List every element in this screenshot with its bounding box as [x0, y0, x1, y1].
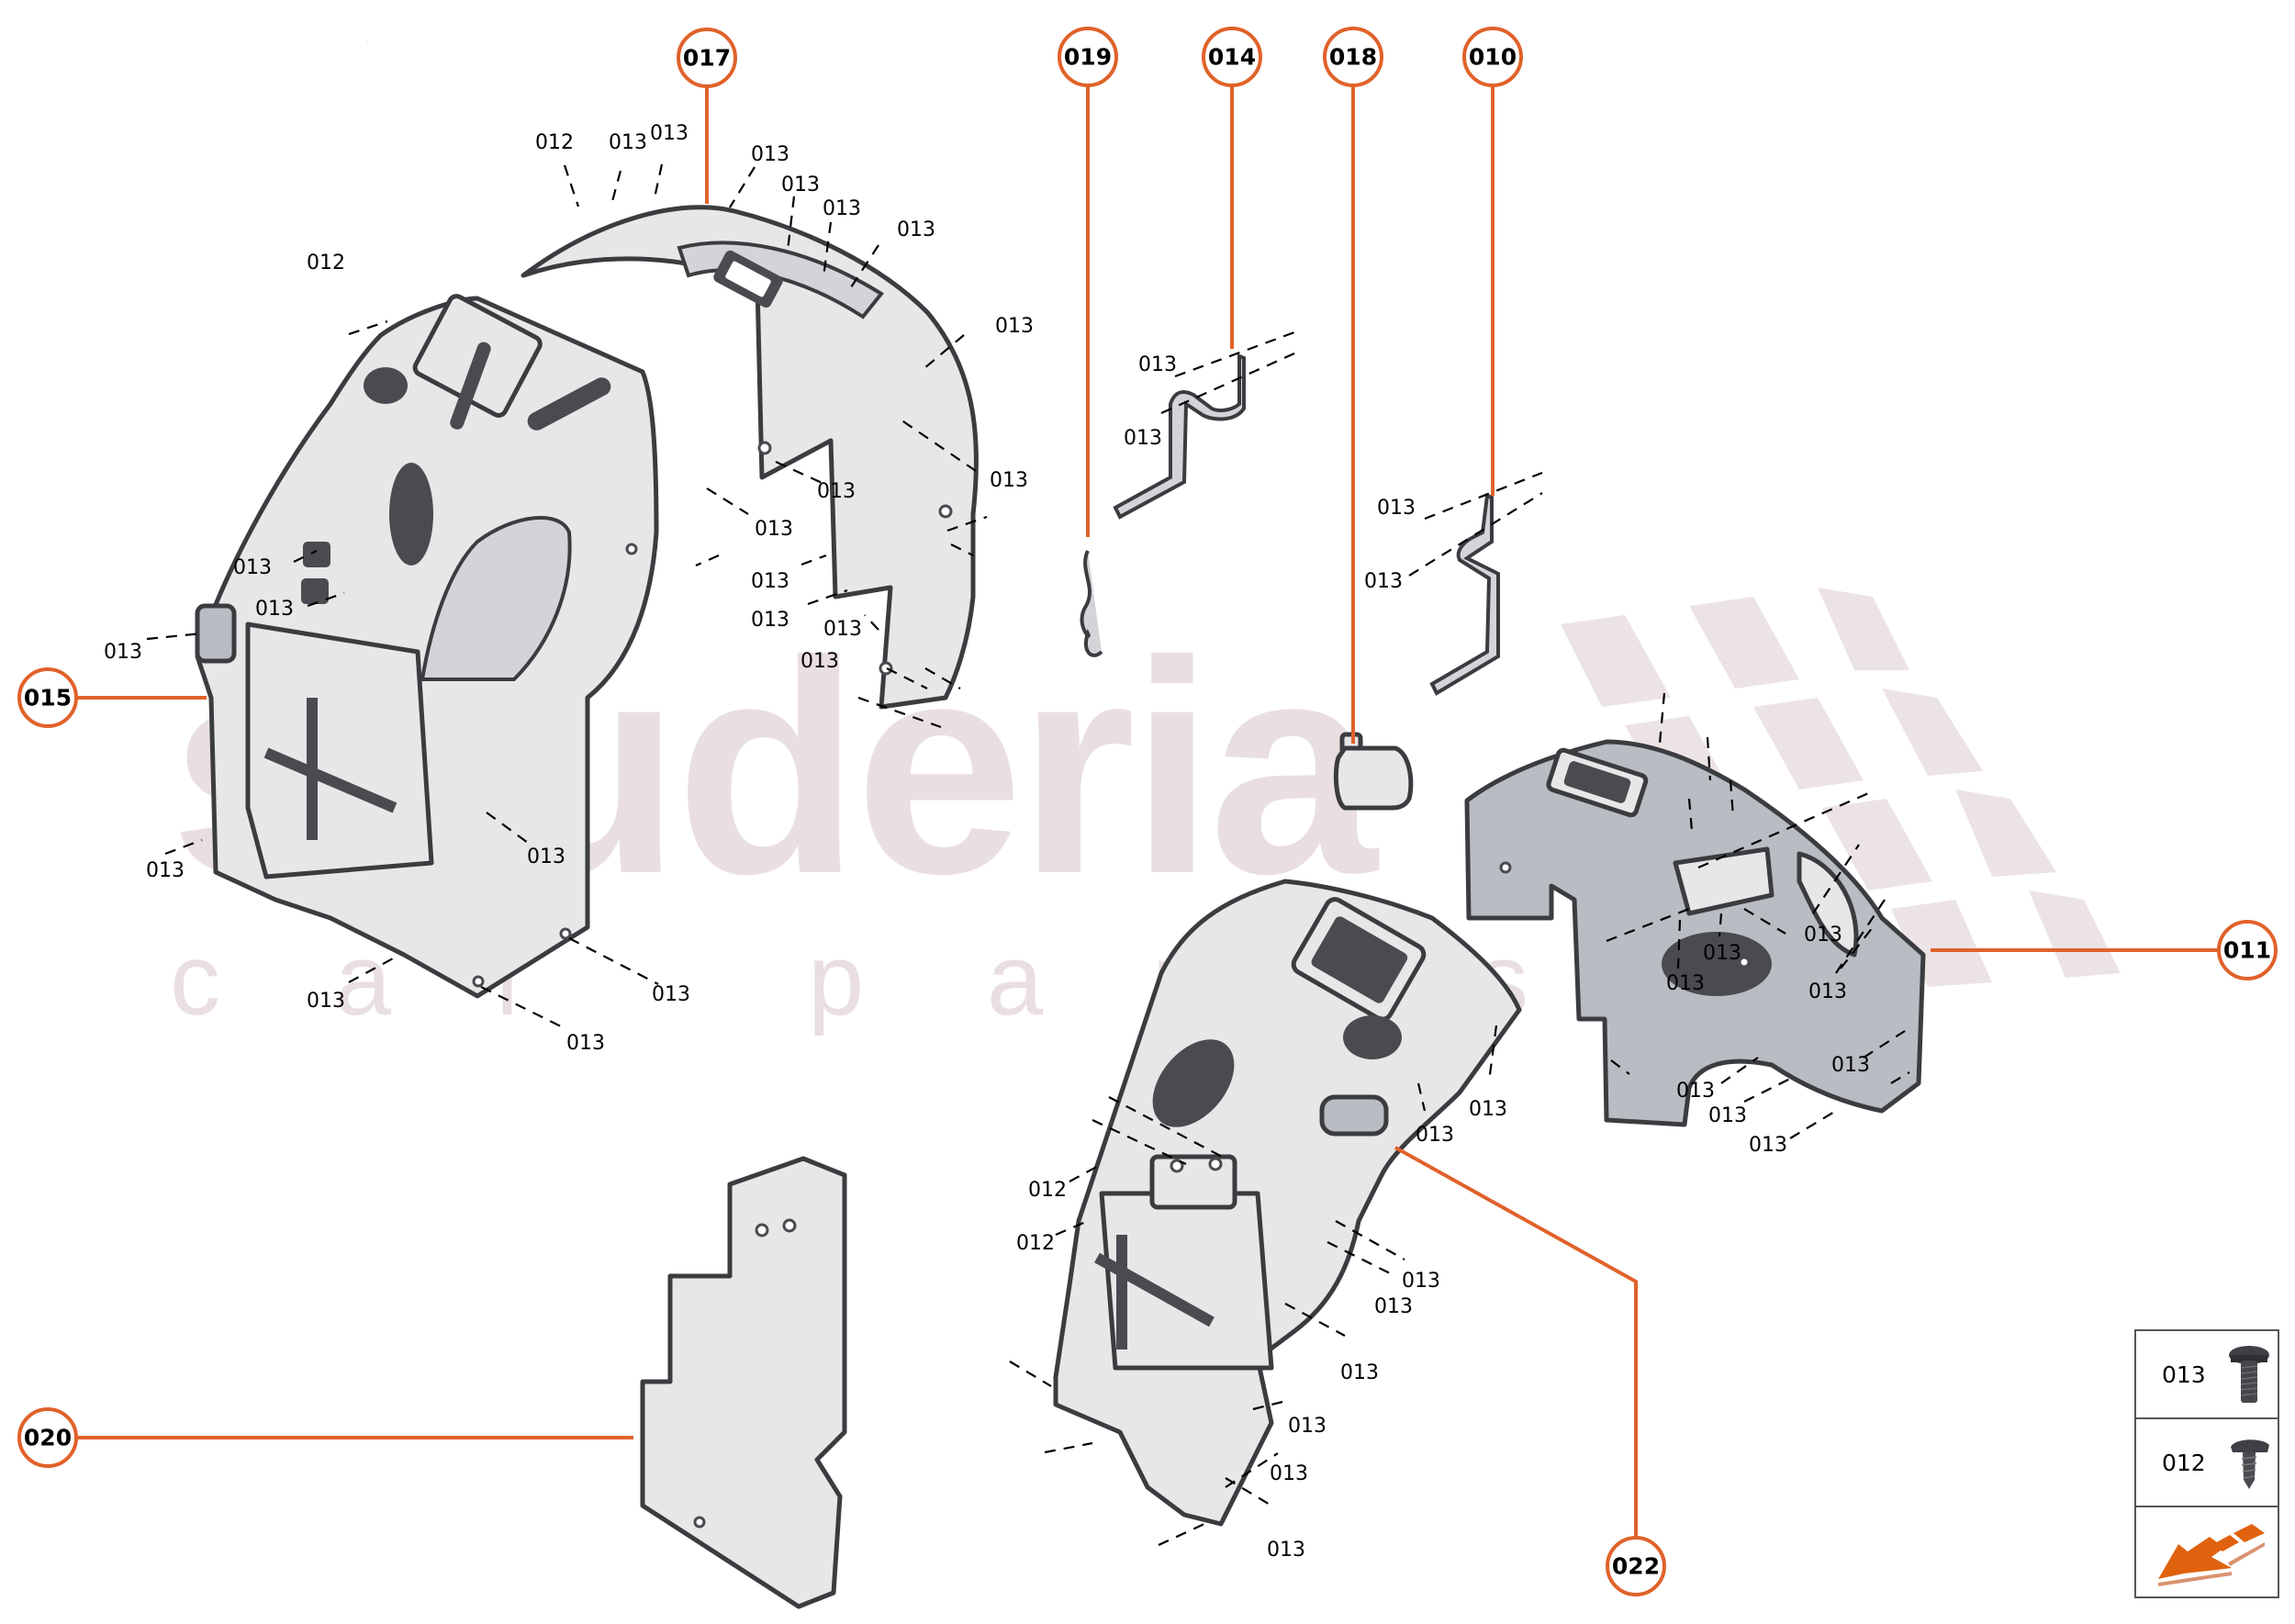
- svg-text:015: 015: [24, 685, 72, 711]
- svg-text:013: 013: [823, 197, 861, 220]
- svg-text:013: 013: [146, 859, 185, 882]
- svg-text:013: 013: [233, 556, 272, 579]
- svg-text:017: 017: [683, 45, 731, 72]
- legend-row-013: 013: [2136, 1331, 2278, 1419]
- svg-text:013: 013: [255, 598, 294, 621]
- svg-text:018: 018: [1329, 44, 1377, 71]
- part-018-cover[interactable]: [1333, 732, 1414, 811]
- svg-text:011: 011: [2223, 937, 2271, 964]
- svg-text:013: 013: [652, 983, 690, 1006]
- svg-text:013: 013: [1804, 924, 1842, 946]
- orientation-arrow-icon: [2158, 1524, 2265, 1586]
- svg-text:013: 013: [1708, 1104, 1747, 1127]
- fastener-legend: 013 012: [2134, 1329, 2279, 1598]
- svg-text:013: 013: [1808, 980, 1847, 1003]
- callout-014[interactable]: 014: [1202, 27, 1262, 349]
- svg-text:013: 013: [1270, 1462, 1308, 1485]
- svg-text:014: 014: [1208, 44, 1256, 71]
- svg-text:013: 013: [1267, 1539, 1305, 1562]
- svg-text:013: 013: [751, 143, 789, 166]
- svg-text:013: 013: [1377, 497, 1416, 520]
- svg-text:013: 013: [307, 990, 345, 1013]
- legend-row-direction: [2136, 1507, 2278, 1595]
- flange-bolt-icon: [2229, 1346, 2269, 1403]
- svg-text:013: 013: [1416, 1124, 1454, 1147]
- svg-text:013: 013: [897, 218, 935, 241]
- part-020-panel[interactable]: [640, 1156, 847, 1609]
- svg-text:013: 013: [781, 174, 820, 196]
- part-011-wheel-arch-liner[interactable]: [1464, 739, 1926, 1127]
- part-017-wheel-arch-liner[interactable]: [521, 205, 979, 710]
- svg-text:013: 013: [566, 1032, 605, 1055]
- svg-text:020: 020: [24, 1425, 72, 1451]
- svg-text:013: 013: [1666, 972, 1705, 995]
- svg-text:013: 013: [751, 609, 789, 632]
- callout-018[interactable]: 018: [1323, 27, 1383, 744]
- callout-020[interactable]: 020: [17, 1407, 633, 1468]
- callout-019[interactable]: 019: [1058, 27, 1118, 537]
- svg-text:013: 013: [1749, 1134, 1787, 1157]
- svg-text:013: 013: [1138, 353, 1177, 376]
- svg-text:013: 013: [609, 131, 647, 154]
- svg-text:013: 013: [1469, 1098, 1507, 1121]
- legend-row-012: 012: [2136, 1419, 2278, 1507]
- svg-text:013: 013: [817, 480, 856, 503]
- svg-text:a: a: [987, 924, 1044, 1036]
- svg-text:013: 013: [1831, 1054, 1870, 1077]
- svg-text:013: 013: [1402, 1270, 1440, 1293]
- svg-text:013: 013: [995, 315, 1034, 338]
- part-014-bracket[interactable]: [1113, 353, 1246, 520]
- callout-022[interactable]: 022: [1394, 1146, 1666, 1596]
- svg-text:013: 013: [650, 122, 688, 145]
- legend-code: 012: [2162, 1450, 2206, 1476]
- svg-text:019: 019: [1064, 44, 1112, 71]
- svg-text:c: c: [170, 924, 220, 1036]
- self-tapping-screw-icon: [2231, 1439, 2269, 1489]
- callout-017[interactable]: 017: [677, 28, 737, 204]
- part-010-bracket[interactable]: [1429, 493, 1500, 696]
- svg-text:013: 013: [823, 618, 862, 641]
- svg-text:013: 013: [990, 469, 1028, 492]
- svg-text:012: 012: [1028, 1179, 1067, 1202]
- svg-text:013: 013: [1288, 1415, 1327, 1438]
- svg-text:013: 013: [755, 518, 793, 541]
- part-022-wheel-arch-liner[interactable]: [1053, 879, 1522, 1527]
- svg-text:022: 022: [1612, 1553, 1660, 1580]
- svg-text:013: 013: [1340, 1361, 1379, 1384]
- svg-text:p: p: [808, 924, 864, 1036]
- svg-text:013: 013: [800, 650, 839, 673]
- fastener-labels: 012 013 013 013 013 013 013 013 013 013 …: [104, 122, 1870, 1562]
- callout-010[interactable]: 010: [1462, 27, 1523, 496]
- part-015-wheel-arch-liner[interactable]: [195, 294, 659, 999]
- svg-text:012: 012: [307, 252, 345, 274]
- legend-code: 013: [2162, 1361, 2206, 1388]
- svg-text:013: 013: [1374, 1295, 1413, 1318]
- svg-text:013: 013: [1676, 1080, 1715, 1103]
- svg-text:010: 010: [1469, 44, 1517, 71]
- svg-text:013: 013: [104, 641, 142, 664]
- leader-lines: [146, 163, 1910, 1546]
- callout-015[interactable]: 015: [17, 667, 207, 728]
- part-019-clip[interactable]: [1080, 550, 1103, 657]
- svg-text:013: 013: [1364, 570, 1403, 593]
- svg-text:013: 013: [527, 846, 565, 868]
- callout-011[interactable]: 011: [1931, 920, 2278, 980]
- svg-text:012: 012: [535, 131, 574, 154]
- svg-text:013: 013: [1703, 942, 1741, 965]
- svg-text:013: 013: [1124, 427, 1162, 450]
- svg-text:012: 012: [1016, 1232, 1055, 1255]
- svg-text:013: 013: [751, 570, 789, 593]
